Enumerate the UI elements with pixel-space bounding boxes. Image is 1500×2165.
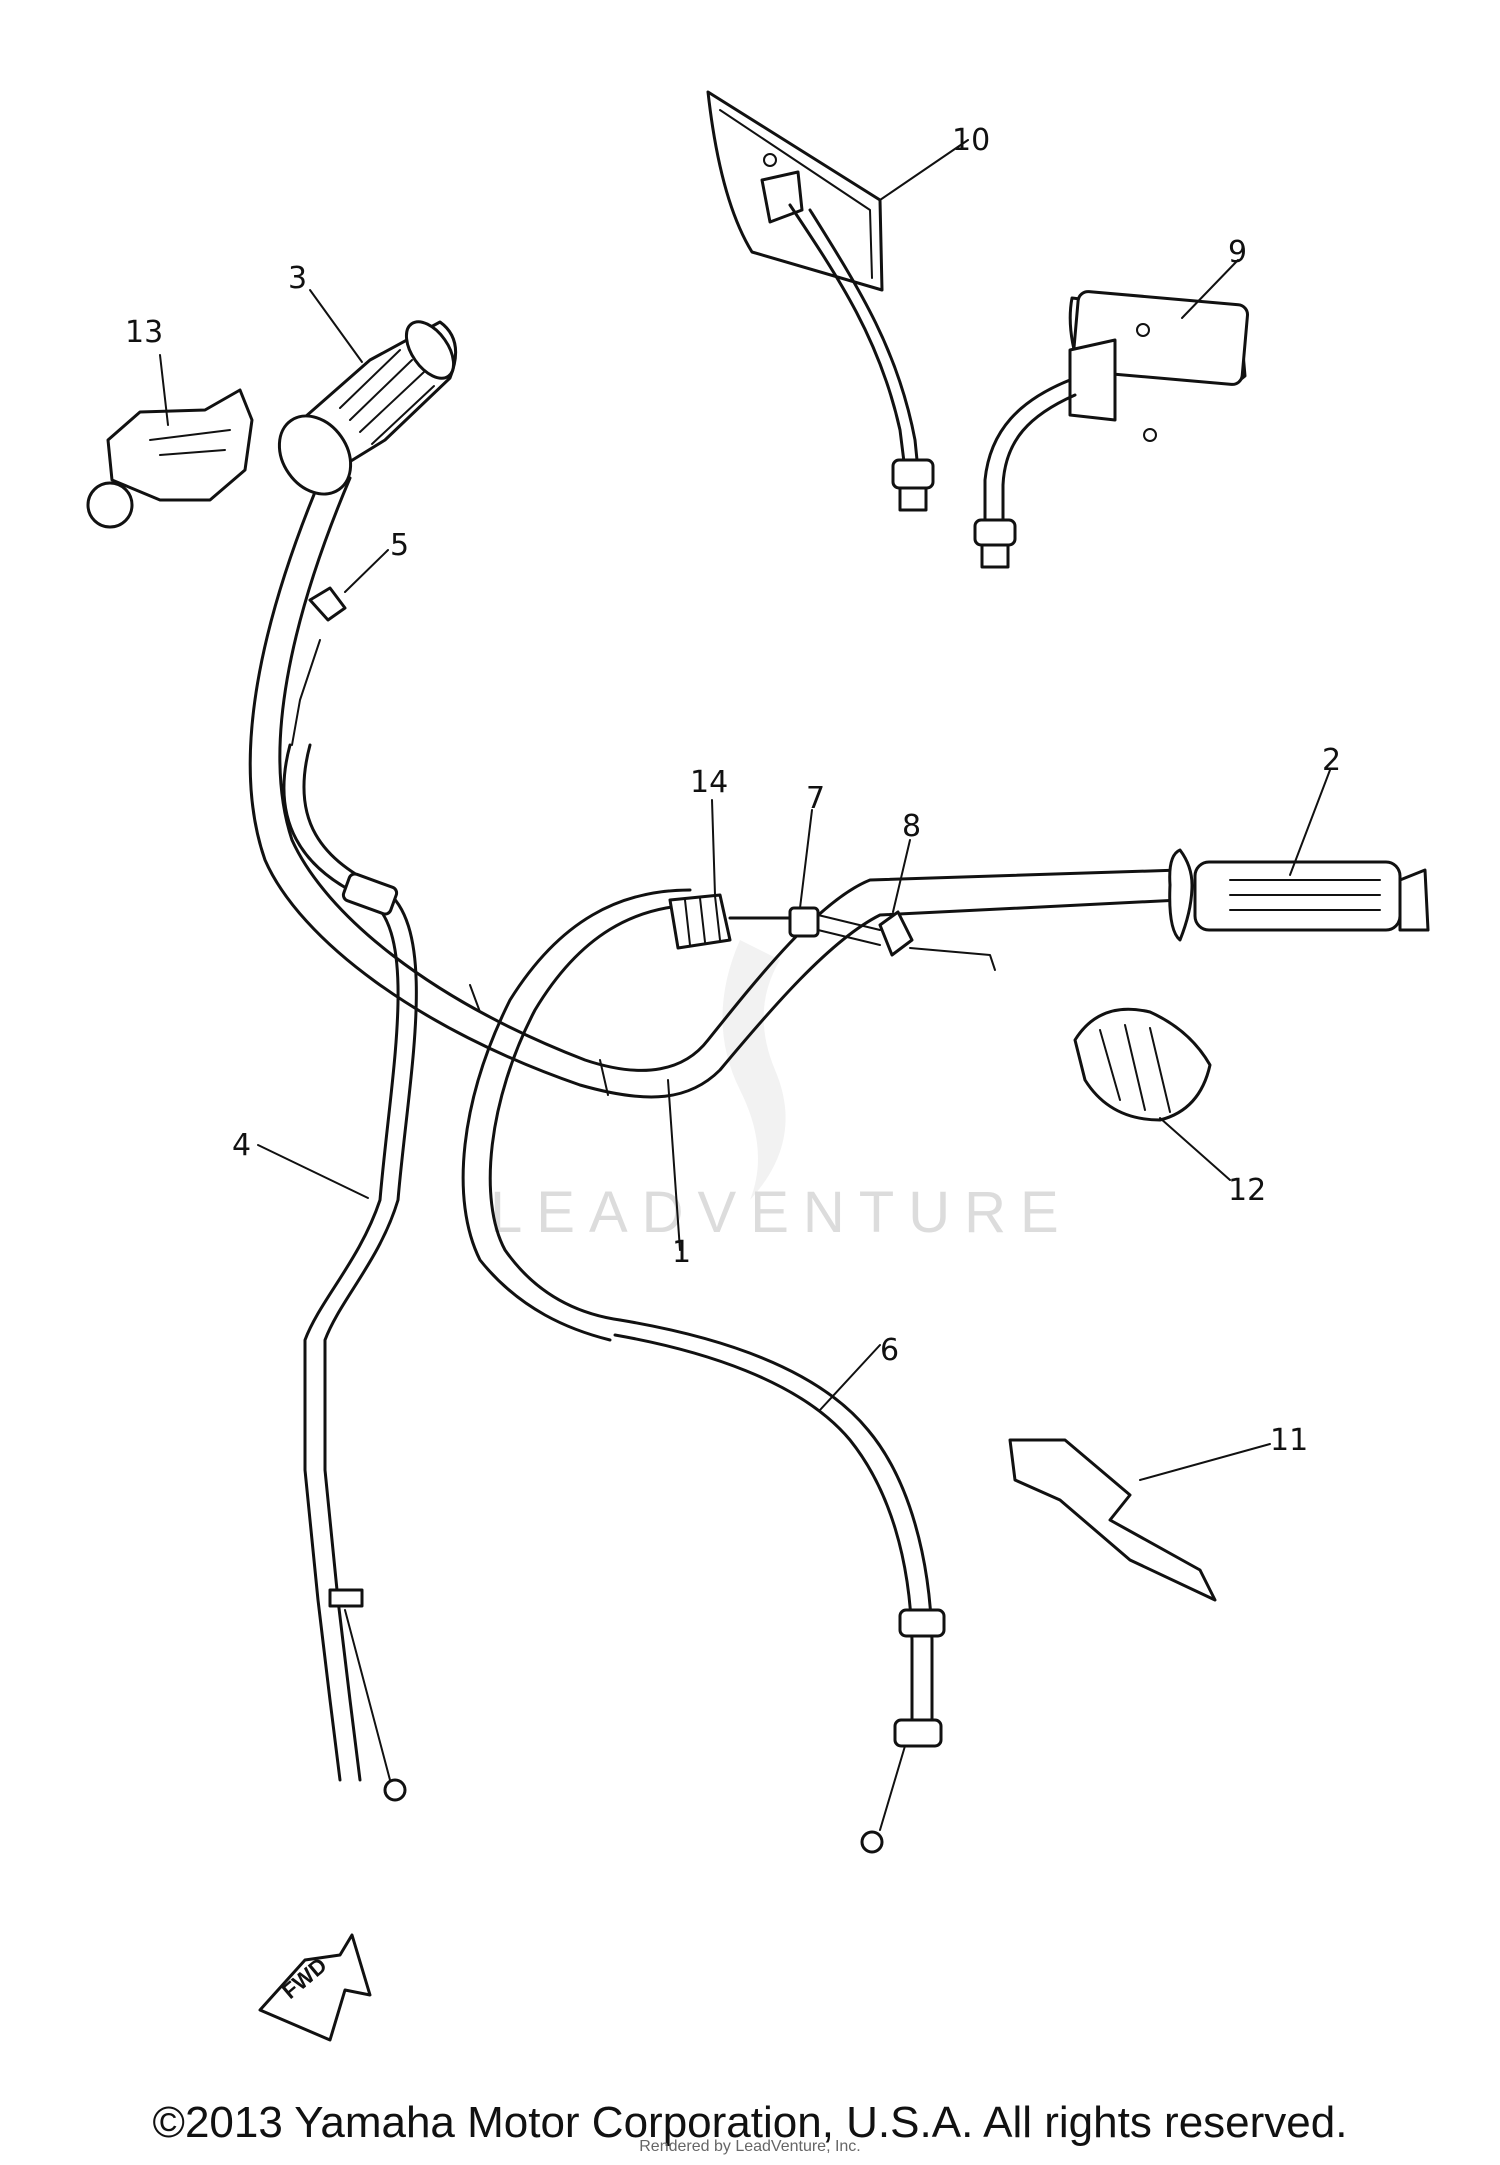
callout-labels: 3 13 5 4 6 10 9 2 11 12 1 14 7 8 (125, 123, 1341, 1458)
callout-10: 10 (952, 123, 990, 158)
watermark-text: LEADVENTURE (490, 1180, 1073, 1245)
leader-lines (159, 139, 1331, 1481)
callout-14: 14 (690, 765, 728, 800)
callout-13: 13 (125, 315, 163, 350)
handlebar (248, 466, 1182, 1099)
fwd-arrow-icon: FWD (258, 1933, 372, 2042)
callout-6: 6 (880, 1333, 899, 1368)
copyright-notice: ©2013 Yamaha Motor Corporation, U.S.A. A… (152, 2098, 1348, 2147)
switch-housing (86, 388, 254, 529)
throttle-cable (461, 888, 946, 1854)
callout-1: 1 (672, 1235, 691, 1270)
callout-12: 12 (1228, 1173, 1266, 1208)
mirror-right (973, 290, 1250, 569)
cable-adjuster (668, 893, 996, 971)
callout-9: 9 (1228, 235, 1247, 270)
right-grip (1168, 848, 1430, 942)
callout-5: 5 (390, 528, 409, 563)
watermark-logo (722, 940, 786, 1200)
callout-7: 7 (806, 781, 825, 816)
clutch-cable (282, 639, 418, 1802)
callout-2: 2 (1322, 743, 1341, 778)
callout-11: 11 (1270, 1423, 1308, 1458)
callout-4: 4 (232, 1128, 251, 1163)
render-credit: Rendered by LeadVenture, Inc. (639, 2138, 861, 2155)
callout-8: 8 (902, 809, 921, 844)
mirror-left (706, 90, 935, 512)
nut (308, 586, 347, 622)
left-grip (277, 320, 458, 496)
lever-boot (1073, 1007, 1212, 1122)
bracket (1008, 1438, 1217, 1602)
callout-3: 3 (288, 261, 307, 296)
